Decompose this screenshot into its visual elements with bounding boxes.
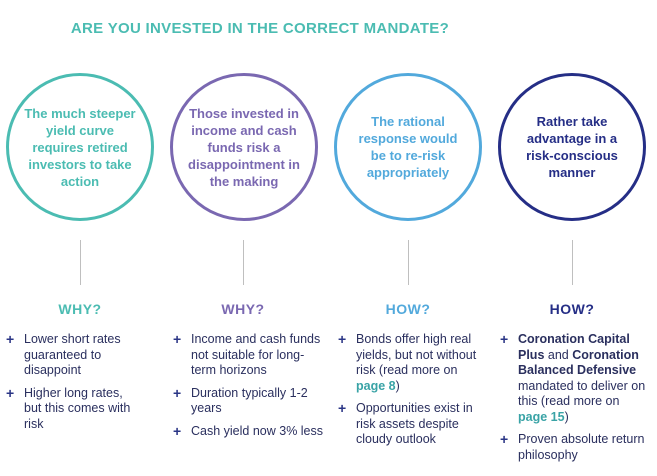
plus-icon: +: [338, 400, 347, 416]
connector-line: [243, 240, 244, 285]
list-item: + Cash yield now 3% less: [173, 422, 324, 439]
list-item: + Coronation Capital Plus and Coronation…: [500, 331, 646, 424]
column-heading-why: WHY?: [58, 301, 102, 317]
plus-icon: +: [173, 422, 182, 439]
connector-line: [80, 240, 81, 285]
fund-name: Coronation Capital Plus: [518, 332, 630, 362]
circle-text: The rational response would be to re-ris…: [358, 114, 458, 180]
list-item: + Higher long rates, but this comes with…: [6, 384, 131, 431]
page-15-link[interactable]: page 15: [518, 409, 565, 424]
page-8-link[interactable]: page 8: [356, 378, 396, 393]
page-title: ARE YOU INVESTED IN THE CORRECT MANDATE?: [70, 20, 450, 37]
column-heading-how: HOW?: [549, 301, 595, 317]
fund-name: Coronation Balanced Defensive: [518, 347, 639, 378]
list-item: + Proven absolute return philosophy: [500, 431, 645, 462]
list-item: + Lower short rates guaranteed to disapp…: [6, 331, 121, 377]
list-item: + Bonds offer high real yields, but not …: [338, 331, 477, 393]
plus-icon: +: [173, 384, 182, 401]
circle-text: Those invested in income and cash funds …: [188, 105, 300, 189]
plus-icon: +: [500, 431, 509, 447]
plus-icon: +: [338, 331, 347, 347]
connector-line: [572, 240, 573, 285]
list-item: + Duration typically 1-2 years: [173, 384, 308, 415]
bullet-list: + Lower short rates guaranteed to disapp…: [6, 331, 141, 439]
bullet-list: + Coronation Capital Plus and Coronation…: [500, 331, 652, 470]
circle-rational-response: The rational response would be to re-ris…: [334, 73, 482, 221]
bullet-list: + Income and cash funds not suitable for…: [173, 331, 324, 446]
plus-icon: +: [6, 384, 15, 401]
column-heading-why: WHY?: [221, 301, 265, 317]
circle-text: The much steeper yield curve requires re…: [24, 105, 136, 189]
circle-income-cash-funds: Those invested in income and cash funds …: [170, 73, 318, 221]
list-item: + Income and cash funds not suitable for…: [173, 331, 321, 377]
connector-line: [408, 240, 409, 285]
bullet-list: + Bonds offer high real yields, but not …: [338, 331, 483, 455]
circle-retired-investors: The much steeper yield curve requires re…: [6, 73, 154, 221]
circle-text: Rather take advantage in a risk-consciou…: [526, 114, 618, 180]
plus-icon: +: [500, 331, 509, 347]
circle-risk-conscious: Rather take advantage in a risk-consciou…: [498, 73, 646, 221]
list-item: + Opportunities exist in risk assets des…: [338, 400, 473, 446]
column-heading-how: HOW?: [385, 301, 431, 317]
plus-icon: +: [173, 331, 182, 347]
plus-icon: +: [6, 331, 15, 347]
